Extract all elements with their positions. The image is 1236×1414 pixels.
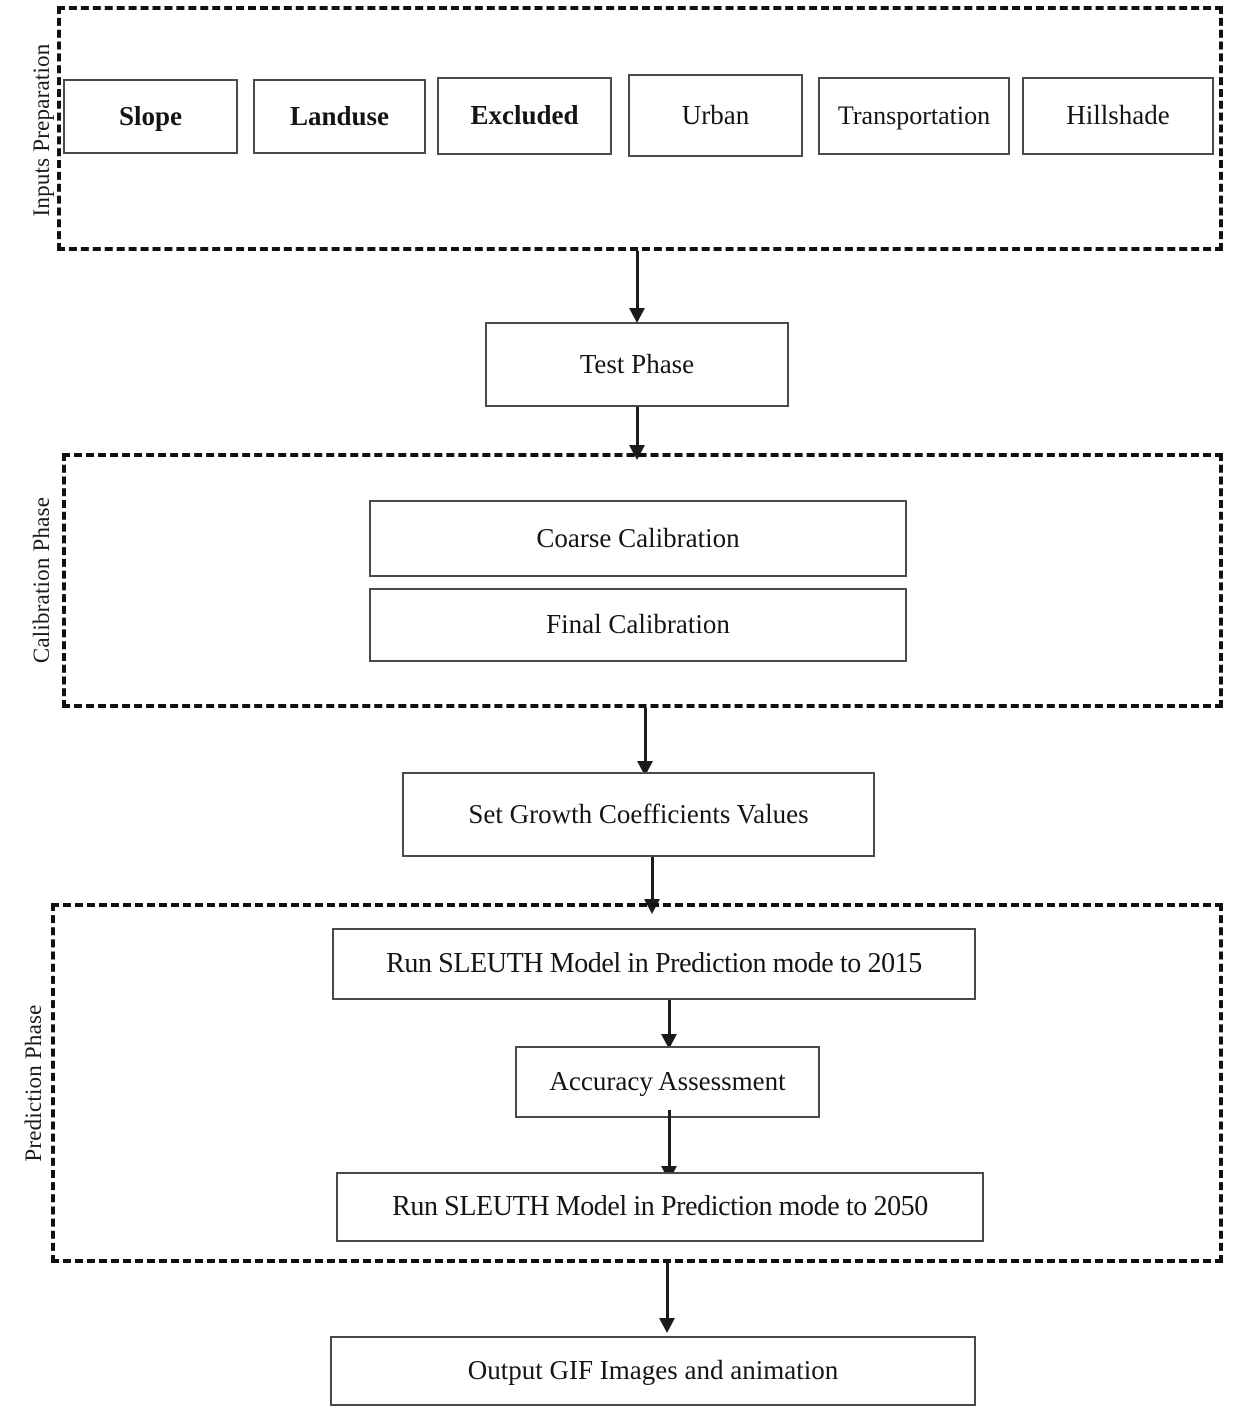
output-box[interactable]: Output GIF Images and animation [330, 1336, 976, 1406]
arrow-prediction-to-output [659, 1263, 675, 1335]
test-phase-box[interactable]: Test Phase [485, 322, 789, 407]
arrow-run2015-to-accuracy [661, 1000, 677, 1052]
input-box-urban[interactable]: Urban [628, 74, 803, 157]
prediction-box-run-2015[interactable]: Run SLEUTH Model in Prediction mode to 2… [332, 928, 976, 1000]
phase-label-inputs: Inputs Preparation [29, 43, 54, 217]
phase-container-inputs [57, 6, 1223, 251]
set-growth-coefficients-box[interactable]: Set Growth Coefficients Values [402, 772, 875, 857]
input-box-excluded[interactable]: Excluded [437, 77, 612, 155]
input-box-transportation[interactable]: Transportation [818, 77, 1010, 155]
calibration-box-final[interactable]: Final Calibration [369, 588, 907, 662]
input-box-landuse[interactable]: Landuse [253, 79, 426, 154]
phase-container-prediction [51, 903, 1223, 1263]
phase-label-calibration: Calibration Phase [29, 496, 54, 664]
arrow-calibration-to-coefficients [637, 708, 653, 776]
phase-container-calibration [62, 453, 1223, 708]
arrow-inputs-to-test [629, 251, 645, 323]
input-box-slope[interactable]: Slope [63, 79, 238, 154]
prediction-box-accuracy-assessment[interactable]: Accuracy Assessment [515, 1046, 820, 1118]
calibration-box-coarse[interactable]: Coarse Calibration [369, 500, 907, 577]
phase-label-prediction: Prediction Phase [21, 1004, 46, 1162]
prediction-box-run-2050[interactable]: Run SLEUTH Model in Prediction mode to 2… [336, 1172, 984, 1242]
input-box-hillshade[interactable]: Hillshade [1022, 77, 1214, 155]
